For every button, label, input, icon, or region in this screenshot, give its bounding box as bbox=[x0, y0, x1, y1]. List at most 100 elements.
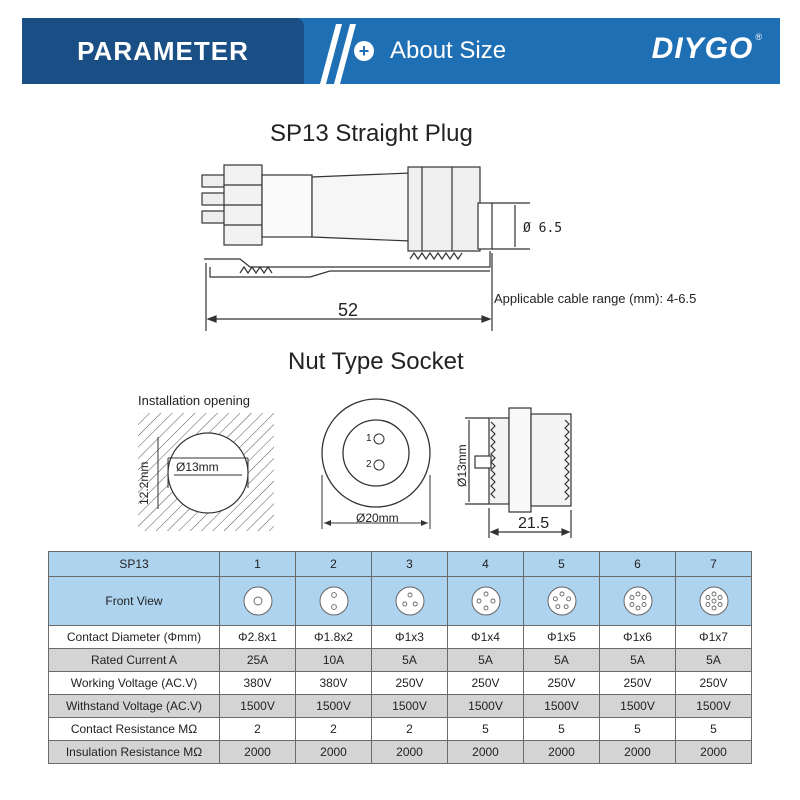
row-label: Working Voltage (AC.V) bbox=[48, 671, 220, 695]
row-label: Contact Diameter (Φmm) bbox=[48, 625, 220, 649]
front-view-row: Front View bbox=[48, 576, 752, 626]
connector-pinout-icon bbox=[319, 586, 348, 616]
table-cell: 380V bbox=[295, 671, 372, 695]
table-cell: 2000 bbox=[371, 740, 448, 764]
table-cell: 1500V bbox=[523, 694, 600, 718]
section-heading: + About Size bbox=[354, 18, 506, 84]
divider-stripes-icon bbox=[320, 24, 356, 84]
plug-length-label: 52 bbox=[338, 300, 359, 320]
column-header: 3 bbox=[371, 551, 448, 577]
table-cell: 2 bbox=[219, 717, 296, 741]
connector-pinout-icon bbox=[699, 586, 728, 616]
plus-icon: + bbox=[354, 41, 374, 61]
front-view-cell bbox=[599, 576, 676, 626]
table-cell: Φ1x4 bbox=[447, 625, 524, 649]
table-cell: 5 bbox=[599, 717, 676, 741]
plug-diameter-label: Ø 6.5 bbox=[523, 221, 563, 236]
table-cell: 1500V bbox=[219, 694, 296, 718]
connector-pinout-icon bbox=[623, 586, 652, 616]
table-cell: 1500V bbox=[295, 694, 372, 718]
table-cell: Φ1x5 bbox=[523, 625, 600, 649]
table-cell: 1500V bbox=[371, 694, 448, 718]
table-cell: 10A bbox=[295, 648, 372, 672]
connector-pinout-icon bbox=[471, 586, 500, 616]
front-view-cell bbox=[219, 576, 296, 626]
brand-logo: DIYGO ® bbox=[652, 32, 762, 66]
side-diameter-label: Ø13mm bbox=[455, 444, 469, 487]
installation-opening-drawing bbox=[138, 413, 274, 531]
table-cell: 250V bbox=[447, 671, 524, 695]
side-length-label: 21.5 bbox=[518, 515, 550, 532]
table-cell: 2000 bbox=[219, 740, 296, 764]
table-cell: 250V bbox=[523, 671, 600, 695]
table-cell: 5A bbox=[675, 648, 752, 672]
table-cell: 250V bbox=[599, 671, 676, 695]
table-cell: 1500V bbox=[447, 694, 524, 718]
front-view-cell bbox=[447, 576, 524, 626]
table-cell: 2000 bbox=[599, 740, 676, 764]
table-cell: 5A bbox=[523, 648, 600, 672]
face-diameter-label: Ø20mm bbox=[356, 511, 399, 525]
table-cell: 2000 bbox=[295, 740, 372, 764]
table-cell: 2000 bbox=[447, 740, 524, 764]
table-cell: 2000 bbox=[675, 740, 752, 764]
socket-side-drawing bbox=[465, 407, 572, 538]
table-cell: 5 bbox=[675, 717, 752, 741]
table-cell: 5A bbox=[371, 648, 448, 672]
table-cell: 5A bbox=[447, 648, 524, 672]
header-banner: PARAMETER + About Size DIYGO ® bbox=[22, 18, 780, 84]
table-cell: 2 bbox=[295, 717, 372, 741]
parameter-tab: PARAMETER bbox=[22, 18, 304, 84]
parameter-tab-label: PARAMETER bbox=[77, 35, 249, 66]
section-title: About Size bbox=[390, 37, 507, 64]
row-label: Rated Current A bbox=[48, 648, 220, 672]
opening-height-label: 12.2mm bbox=[137, 461, 151, 505]
table-cell: Φ1.8x2 bbox=[295, 625, 372, 649]
pin-label-1: 1 bbox=[366, 433, 372, 444]
socket-front-drawing bbox=[321, 398, 431, 529]
connector-pinout-icon bbox=[547, 586, 576, 616]
table-cell: Φ2.8x1 bbox=[219, 625, 296, 649]
column-header: 7 bbox=[675, 551, 752, 577]
table-cell: 5 bbox=[447, 717, 524, 741]
table-cell: 380V bbox=[219, 671, 296, 695]
front-view-cell bbox=[675, 576, 752, 626]
table-cell: 2 bbox=[371, 717, 448, 741]
table-cell: 5A bbox=[599, 648, 676, 672]
column-header: 4 bbox=[447, 551, 524, 577]
table-header-label: SP13 bbox=[48, 551, 220, 577]
column-header: 6 bbox=[599, 551, 676, 577]
cable-range-text: Applicable cable range (mm): 4-6.5 bbox=[494, 291, 697, 306]
row-label: Withstand Voltage (AC.V) bbox=[48, 694, 220, 718]
table-cell: Φ1x6 bbox=[599, 625, 676, 649]
front-view-cell bbox=[523, 576, 600, 626]
registered-mark: ® bbox=[755, 32, 762, 42]
table-cell: 250V bbox=[675, 671, 752, 695]
table-cell: 5 bbox=[523, 717, 600, 741]
table-cell: 250V bbox=[371, 671, 448, 695]
opening-diameter-label: Ø13mm bbox=[176, 460, 219, 474]
table-cell: 2000 bbox=[523, 740, 600, 764]
brand-name: DIYGO bbox=[651, 32, 754, 65]
row-label: Contact Resistance MΩ bbox=[48, 717, 220, 741]
table-cell: Φ1x3 bbox=[371, 625, 448, 649]
column-header: 2 bbox=[295, 551, 372, 577]
table-cell: 1500V bbox=[599, 694, 676, 718]
table-cell: Φ1x7 bbox=[675, 625, 752, 649]
front-view-cell bbox=[371, 576, 448, 626]
column-header: 5 bbox=[523, 551, 600, 577]
socket-title: Nut Type Socket bbox=[288, 348, 464, 375]
connector-pinout-icon bbox=[395, 586, 424, 616]
table-cell: 25A bbox=[219, 648, 296, 672]
row-label: Insulation Resistance MΩ bbox=[48, 740, 220, 764]
table-cell: 1500V bbox=[675, 694, 752, 718]
plug-title: SP13 Straight Plug bbox=[270, 120, 473, 147]
